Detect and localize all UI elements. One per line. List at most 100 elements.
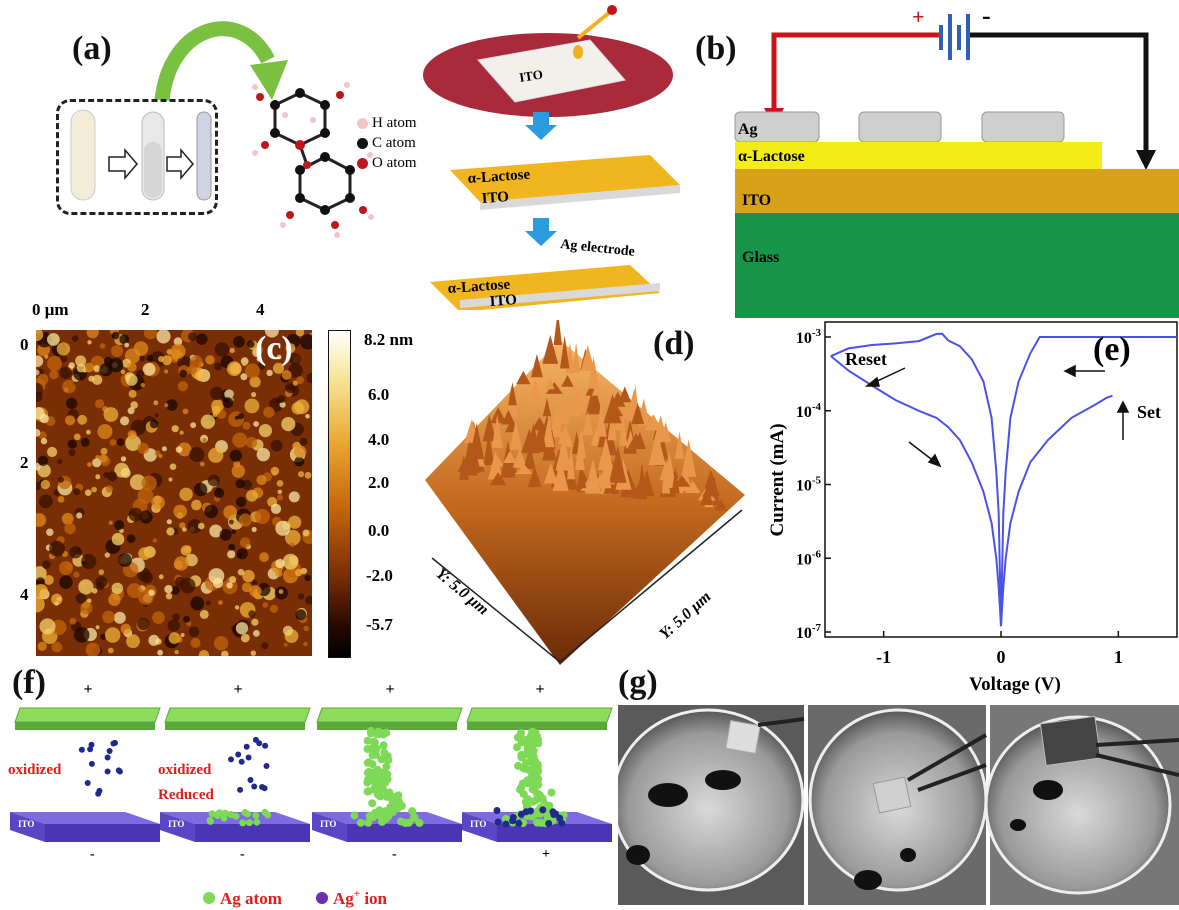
afm-grain — [36, 596, 45, 613]
afm-grain — [179, 522, 186, 529]
afm-grain — [85, 642, 101, 656]
afm-grain — [190, 596, 205, 611]
ag-atom — [232, 812, 240, 820]
afm-grain — [198, 650, 210, 656]
top-electrode-edge — [15, 722, 155, 730]
panel-f-label: (f) — [12, 664, 46, 701]
afm-peak — [531, 353, 543, 378]
afm-peak — [555, 436, 572, 471]
afm-grain — [177, 355, 191, 369]
ag-ion — [237, 786, 244, 793]
afm-grain — [251, 618, 259, 626]
afm-grain — [229, 576, 237, 583]
afm-peak — [582, 410, 594, 436]
ag-ion — [502, 820, 510, 828]
afm-grain — [236, 552, 243, 559]
ag-atom — [253, 818, 261, 826]
afm-grain — [141, 475, 157, 491]
afm-grain — [190, 422, 197, 429]
afm-peak — [603, 394, 622, 424]
layer1-ito: ITO — [481, 189, 509, 207]
afm-grain — [73, 433, 81, 441]
afm-grain — [137, 617, 150, 631]
afm-grain — [68, 449, 76, 457]
ag-ion — [247, 777, 254, 783]
afm-grain — [81, 553, 97, 570]
ag-atom — [517, 729, 525, 738]
afm-peak — [544, 462, 558, 484]
afm-grain — [59, 561, 73, 575]
ag-atom — [350, 811, 359, 820]
afm-peak — [610, 391, 626, 407]
afm-grain — [109, 439, 117, 446]
afm-grain — [138, 547, 151, 560]
afm-grain — [175, 446, 183, 453]
afm-grain — [211, 405, 221, 415]
stage-annotation: oxidized — [8, 762, 62, 778]
afm-grain — [207, 474, 220, 487]
afm-grain — [223, 505, 238, 520]
afm-grain — [77, 414, 88, 425]
afm-grain — [36, 482, 41, 491]
afm-grain — [36, 382, 43, 397]
afm-grain — [75, 593, 87, 604]
afm-grain — [57, 496, 65, 503]
reset-annotation: Reset — [845, 349, 887, 369]
afm-grain — [175, 576, 185, 587]
afm-peak — [546, 376, 555, 390]
afm3d-axis-right: Y: 5.0 μm — [656, 588, 714, 643]
afm-grain — [276, 354, 282, 360]
afm-grain — [73, 571, 80, 578]
ag-atom — [368, 760, 377, 769]
y-tick-label: 10-6 — [796, 548, 822, 568]
afm-peak — [681, 439, 697, 477]
afm-peak — [674, 431, 685, 459]
afm-grain — [127, 362, 137, 372]
afm-grain — [125, 435, 141, 451]
afm-grain — [125, 373, 138, 386]
afm-grain — [299, 437, 308, 446]
afm-grain — [104, 552, 111, 558]
afm-grain — [59, 355, 68, 363]
afm-grain — [36, 584, 49, 600]
afm-grain — [116, 438, 125, 446]
afm-grain — [285, 529, 301, 546]
afm-grain — [86, 330, 99, 339]
afm-grain — [37, 373, 49, 385]
afm-grain — [190, 637, 201, 648]
layer2-ito: ITO — [489, 292, 517, 310]
afm-grain — [86, 598, 92, 604]
ag-ion — [78, 746, 85, 753]
afm-grain — [188, 332, 197, 342]
afm-grain — [288, 515, 302, 529]
layer2-lactose: α-Lactose — [447, 277, 511, 297]
afm-grain — [306, 372, 312, 384]
afm-grain — [214, 342, 230, 357]
iv-series-line-1 — [830, 355, 1113, 627]
afm-grain — [253, 630, 260, 637]
afm-grain — [256, 474, 267, 486]
c-ytick-4: 4 — [20, 585, 29, 604]
afm-grain — [169, 463, 177, 470]
stage-4: +ITO+ — [462, 681, 613, 862]
afm-grain — [289, 542, 295, 548]
afm-grain — [92, 374, 103, 385]
afm3d-axis-left: Y: 5.0 μm — [432, 565, 491, 619]
ag-atom — [415, 818, 424, 827]
cbar-tick-3: 2.0 — [368, 473, 390, 492]
c-ytick-2: 2 — [20, 453, 29, 472]
afm-grain — [289, 353, 301, 365]
legend-h: H atom — [357, 113, 417, 133]
afm-grain — [294, 456, 305, 467]
afm-grain — [108, 593, 121, 606]
afm-grain — [205, 600, 211, 606]
afm-grain — [62, 379, 76, 394]
panel-c-label: (c) — [255, 330, 293, 367]
afm-peak — [585, 381, 603, 415]
ag-atom — [245, 819, 253, 827]
ito-substrate-label: ITO — [168, 819, 184, 829]
afm-peak — [644, 414, 663, 431]
afm-grain — [126, 583, 142, 599]
afm-grain — [36, 369, 40, 376]
